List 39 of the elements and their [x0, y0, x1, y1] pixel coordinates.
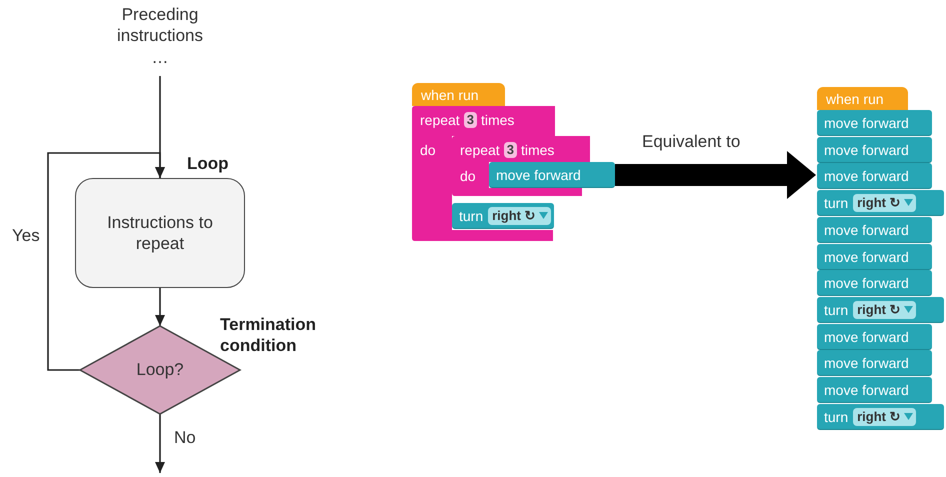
annotation-label: Loop — [187, 153, 230, 174]
number-field: 3 — [504, 142, 517, 158]
edge-label: Equivalent to — [640, 132, 742, 152]
block-text: do — [420, 141, 436, 159]
arrow — [615, 151, 816, 199]
code-block: move forward — [817, 270, 932, 296]
code-block: move forward — [817, 137, 932, 163]
code-block: move forward — [489, 162, 615, 188]
code-block: move forward — [817, 217, 932, 243]
block-text: times — [480, 111, 514, 129]
arrow — [47, 152, 165, 371]
block-text: turn — [824, 300, 848, 318]
event-block: when run — [412, 83, 505, 106]
code-block: move forward — [817, 163, 932, 189]
dropdown-menu: right ↻ — [853, 194, 916, 212]
block-text: times — [520, 141, 554, 159]
dropdown-menu: right ↻ — [853, 408, 916, 426]
block-text: repeat — [420, 111, 460, 129]
box-text: Instructions to repeat — [106, 212, 214, 254]
code-block: move forward — [817, 377, 932, 403]
block-text: do — [460, 167, 476, 185]
code-block: move forward — [817, 110, 932, 136]
dropdown-menu: right ↻ — [488, 206, 551, 224]
block-text: turn — [824, 408, 848, 426]
block-text: repeat — [460, 141, 500, 159]
decision-text: Loop? — [136, 359, 184, 381]
code-block: move forward — [817, 324, 932, 350]
annotation-label: Termination condition — [220, 314, 318, 356]
block-text: turn — [824, 194, 848, 212]
event-block: when run — [817, 87, 908, 110]
node-text: … — [150, 46, 170, 68]
code-block: move forward — [817, 350, 932, 376]
code-block: move forward — [817, 244, 932, 270]
number-field: 3 — [464, 112, 477, 128]
block-text: turn — [459, 206, 484, 224]
arrow — [155, 414, 165, 473]
arrow — [155, 288, 165, 326]
dropdown-menu: right ↻ — [853, 300, 916, 318]
node-text: Preceding instructions — [116, 4, 204, 46]
